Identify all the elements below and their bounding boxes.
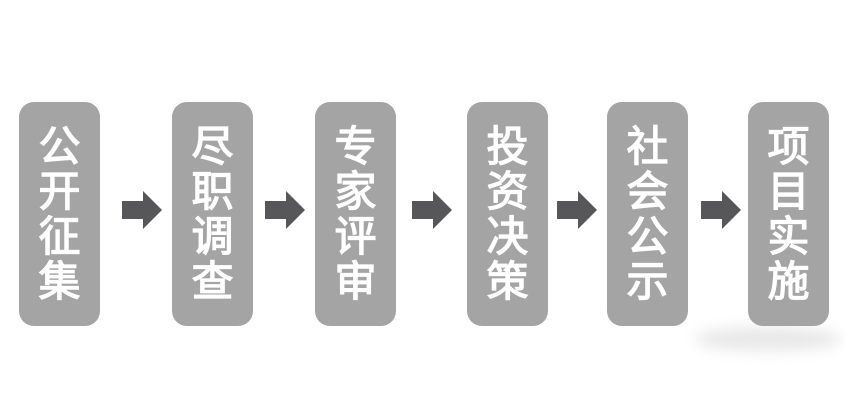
arrow-right-icon	[265, 191, 305, 229]
step-box-project-implementation: 项目实施	[748, 102, 829, 326]
arrow-right-icon	[557, 191, 597, 229]
step-label-expert-review: 专家评审	[334, 123, 377, 305]
step-label-public-announcement: 社会公示	[626, 123, 669, 305]
arrow-right-icon	[412, 191, 452, 229]
step-box-public-announcement: 社会公示	[607, 102, 688, 326]
step-label-project-implementation: 项目实施	[767, 123, 810, 305]
step-box-public-solicitation: 公开征集	[19, 102, 100, 326]
step-box-due-diligence: 尽职调查	[172, 102, 253, 326]
step-box-expert-review: 专家评审	[315, 102, 396, 326]
arrow-right-icon	[701, 191, 741, 229]
shadow-smudge	[694, 327, 842, 351]
step-label-due-diligence: 尽职调查	[191, 123, 234, 305]
step-box-investment-decision: 投资决策	[467, 102, 548, 326]
step-label-investment-decision: 投资决策	[486, 123, 529, 305]
arrow-right-icon	[122, 191, 162, 229]
step-label-public-solicitation: 公开征集	[38, 123, 81, 305]
